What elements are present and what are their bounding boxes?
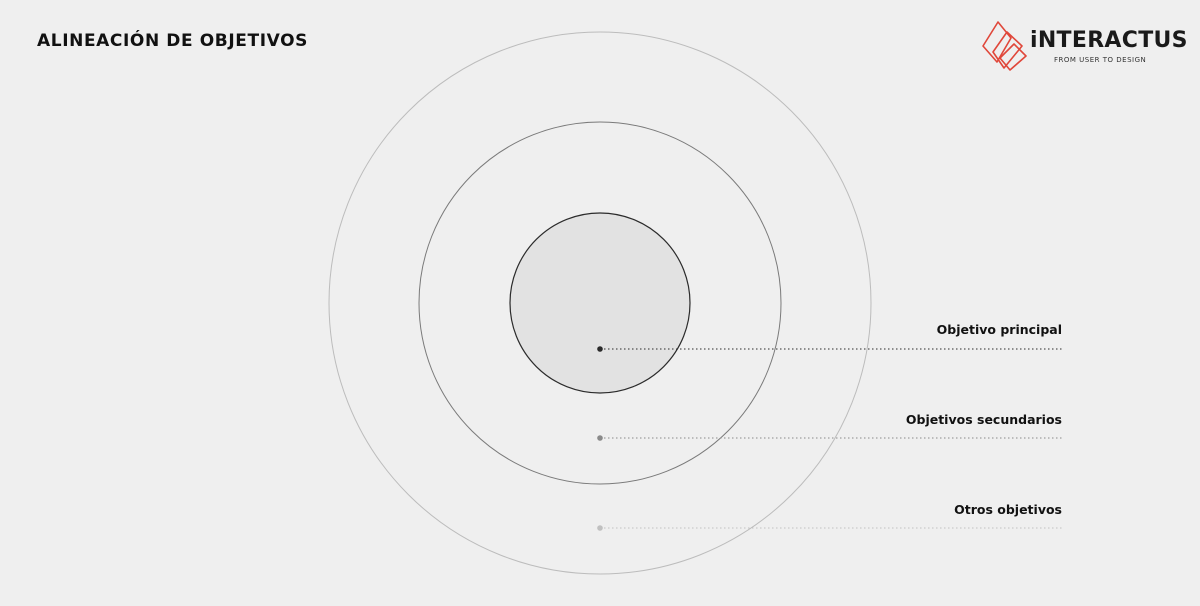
marker-otros [597, 525, 603, 531]
label-objetivo-principal: Objetivo principal [936, 322, 1062, 337]
ring-objetivo-principal [509, 212, 691, 394]
label-objetivos-secundarios: Objetivos secundarios [905, 412, 1062, 427]
marker-principal [597, 346, 603, 352]
brand-name: iNTERACTUS [1030, 28, 1188, 53]
brand-tagline: FROM USER TO DESIGN [1054, 56, 1147, 64]
brand-logo: iNTERACTUS FROM USER TO DESIGN [980, 18, 1188, 74]
ring-otros-objetivos [328, 31, 872, 575]
marker-secundarios [597, 435, 603, 441]
page-title: ALINEACIÓN DE OBJETIVOS [37, 31, 308, 51]
ring-objetivos-secundarios [418, 121, 782, 485]
label-otros-objetivos: Otros objetivos [954, 502, 1062, 517]
stacked-cubes-logo-icon [982, 21, 1027, 71]
